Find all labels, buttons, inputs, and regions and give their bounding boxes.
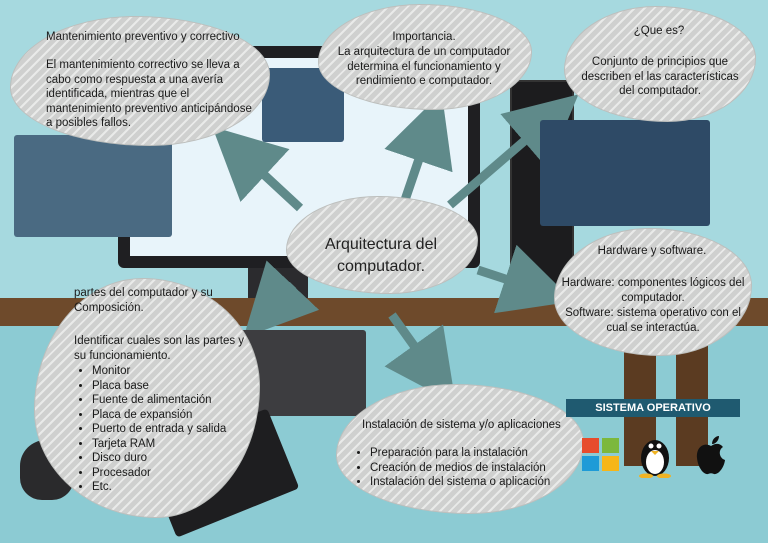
installation-title: Instalación de sistema y/o aplicaciones	[362, 419, 561, 431]
cloud-center	[286, 196, 478, 294]
parts-intro: Identificar cuales son las partes y su f…	[74, 335, 245, 362]
parts-list: Monitor Placa base Fuente de alimentació…	[74, 364, 268, 495]
importance-title: Importancia.	[392, 31, 456, 43]
what-is-title: ¿Que es?	[633, 25, 685, 37]
cloud-parts	[34, 278, 260, 518]
list-item: Preparación para la instalación	[370, 446, 592, 461]
cloud-hardware-software	[554, 228, 752, 356]
list-item: Placa de expansión	[92, 408, 268, 423]
maintenance-body: El mantenimiento correctivo se lleva a c…	[46, 59, 252, 129]
cloud-importance	[318, 4, 532, 110]
computer-components-photo	[540, 120, 710, 226]
maintenance-title: Mantenimiento preventivo y correctivo	[46, 31, 240, 43]
hw-sw-hardware: Hardware: componentes lógicos del comput…	[561, 277, 745, 304]
cloud-what-is	[564, 6, 756, 122]
installation-list: Preparación para la instalación Creación…	[352, 446, 592, 490]
list-item: Fuente de alimentación	[92, 393, 268, 408]
windows-logo-icon	[578, 432, 624, 478]
list-item: Tarjeta RAM	[92, 437, 268, 452]
importance-body: La arquitectura de un computador determi…	[337, 46, 511, 87]
what-is-body: Conjunto de principios que describen el …	[581, 56, 739, 97]
list-item: Monitor	[92, 364, 268, 379]
cloud-maintenance	[10, 16, 270, 146]
list-item: Procesador	[92, 466, 268, 481]
linux-logo-icon	[632, 432, 678, 479]
list-item: Disco duro	[92, 451, 268, 466]
list-item: Instalación del sistema o aplicación	[370, 475, 592, 490]
parts-title: partes del computador y su Composición.	[74, 287, 213, 314]
hw-sw-software: Software: sistema operativo con el cual …	[565, 307, 741, 334]
list-item: Creación de medios de instalación	[370, 461, 592, 476]
technician-photo	[14, 135, 172, 237]
cloud-installation	[336, 384, 584, 514]
apple-logo-icon	[688, 432, 734, 478]
hw-sw-title: Hardware y software.	[597, 245, 707, 257]
os-banner: SISTEMA OPERATIVO	[566, 399, 740, 417]
list-item: Etc.	[92, 480, 268, 495]
center-title: Arquitectura del computador.	[324, 236, 438, 275]
list-item: Placa base	[92, 379, 268, 394]
list-item: Puerto de entrada y salida	[92, 422, 268, 437]
motherboard-photo	[238, 330, 366, 416]
